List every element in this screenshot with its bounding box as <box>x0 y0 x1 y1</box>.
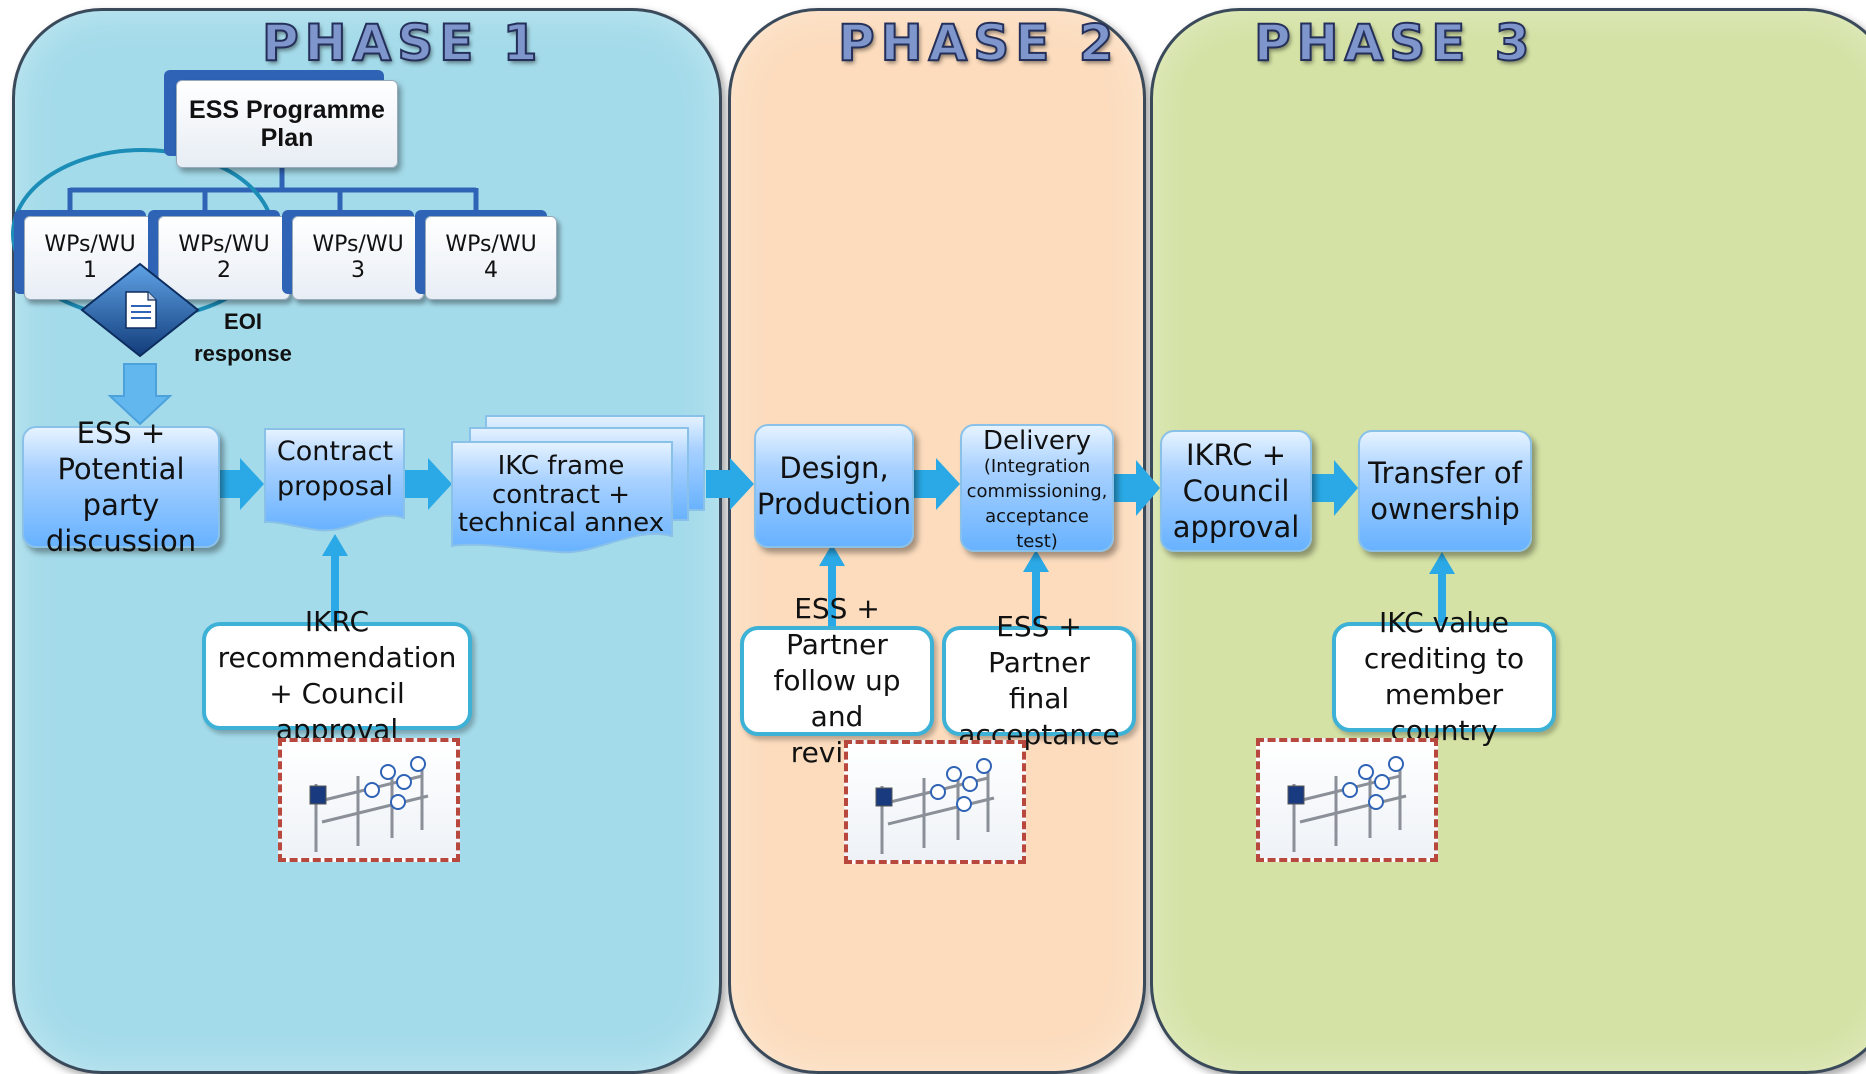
eoi-down-arrow <box>107 363 173 426</box>
delivery-box: Delivery (Integration commissioning, acc… <box>960 424 1114 552</box>
up-arrow-contract <box>322 534 348 622</box>
approval-line-1: IKRC + <box>1185 437 1287 472</box>
transfer-line-1: Transfer of <box>1368 455 1522 490</box>
document-icon <box>80 262 200 358</box>
gate-image-phase-1 <box>278 738 460 862</box>
wp-2-number: 2 <box>217 258 231 283</box>
delivery-line-1: (Integration <box>983 456 1091 478</box>
flow-arrow-6 <box>1310 460 1358 516</box>
up-arrow-transfer <box>1429 552 1455 622</box>
wp-4-number: 4 <box>484 258 498 283</box>
flow-arrow-4 <box>910 458 960 510</box>
wp-1-label: WPs/WU <box>44 231 136 257</box>
discussion-line-1: ESS + Potential <box>57 415 185 486</box>
ikc-frame-line-2: contract + <box>491 479 631 510</box>
up-arrows <box>322 534 1455 626</box>
org-chart-lines <box>67 166 479 212</box>
contract-line-1: Contract <box>276 436 394 467</box>
ikrc-line-3: + Council approval <box>269 677 405 746</box>
turnstile-gate-icon <box>875 758 995 854</box>
eoi-label: EOI response <box>186 306 300 370</box>
design-line-2: Production <box>756 487 912 521</box>
plan-line-2: Plan <box>260 124 314 152</box>
phase-3-title: PHASE 3 <box>1253 13 1536 73</box>
ikrc-line-1: IKRC <box>304 605 370 639</box>
wp-3-label: WPs/WU <box>312 231 404 257</box>
follow-up-line-2: follow up and <box>773 664 901 733</box>
contract-line-2: proposal <box>277 471 393 503</box>
ikc-frame-line-1: IKC frame <box>497 451 625 481</box>
ikc-frame-line-3: technical annex <box>457 508 665 539</box>
flow-arrow-3 <box>706 458 754 510</box>
turnstile-gate-icon <box>1287 756 1407 852</box>
wp-4-label: WPs/WU <box>445 231 537 257</box>
crediting-line-2: crediting to <box>1363 642 1525 676</box>
eoi-line-2: response <box>194 340 292 366</box>
delivery-title: Delivery <box>983 426 1091 456</box>
up-arrow-design <box>819 544 845 626</box>
approval-line-2: Council <box>1182 473 1290 508</box>
discussion-line-2: party <box>82 488 160 522</box>
crediting-line-1: IKC value <box>1378 606 1510 640</box>
approval-line-3: approval <box>1172 510 1300 545</box>
design-production-box: Design,Production <box>754 424 914 548</box>
crediting-line-3: member country <box>1384 678 1504 747</box>
flow-arrow-1 <box>218 458 264 510</box>
plan-line-1: ESS Programme <box>189 96 385 124</box>
flow-arrow-2 <box>404 458 452 510</box>
gate-image-phase-2 <box>844 740 1026 864</box>
ikrc-line-2: recommendation <box>217 641 457 675</box>
eoi-line-1: EOI <box>224 309 262 334</box>
phase-1-title: PHASE 1 <box>261 13 544 73</box>
up-arrow-delivery <box>1023 550 1049 626</box>
ikc-frame-document-stack <box>451 415 705 554</box>
final-acceptance-line-1: ESS + Partner <box>988 610 1090 680</box>
delivery-line-2: commissioning, <box>966 481 1108 503</box>
transfer-line-2: ownership <box>1370 492 1520 526</box>
wp-1-number: 1 <box>83 258 97 283</box>
contract-document-shape <box>264 428 405 532</box>
wp-3-number: 3 <box>351 258 365 283</box>
flow-arrow-5 <box>1110 460 1160 516</box>
discussion-line-3: discussion <box>45 524 197 559</box>
phase-2-title: PHASE 2 <box>837 13 1120 73</box>
follow-up-line-1: ESS + Partner <box>786 592 888 662</box>
wp-2-label: WPs/WU <box>178 231 270 257</box>
delivery-line-4: test) <box>1016 530 1058 552</box>
turnstile-gate-icon <box>309 756 429 852</box>
programme-plan-box: ESS Programme Plan <box>176 80 398 168</box>
contract-proposal-box: Contract proposal <box>262 434 408 504</box>
flow-arrows <box>218 458 1358 516</box>
final-acceptance-line-2: final <box>1008 682 1070 715</box>
design-line-1: Design, <box>779 450 889 485</box>
gate-image-phase-3 <box>1256 738 1438 862</box>
delivery-line-3: acceptance <box>985 505 1089 527</box>
